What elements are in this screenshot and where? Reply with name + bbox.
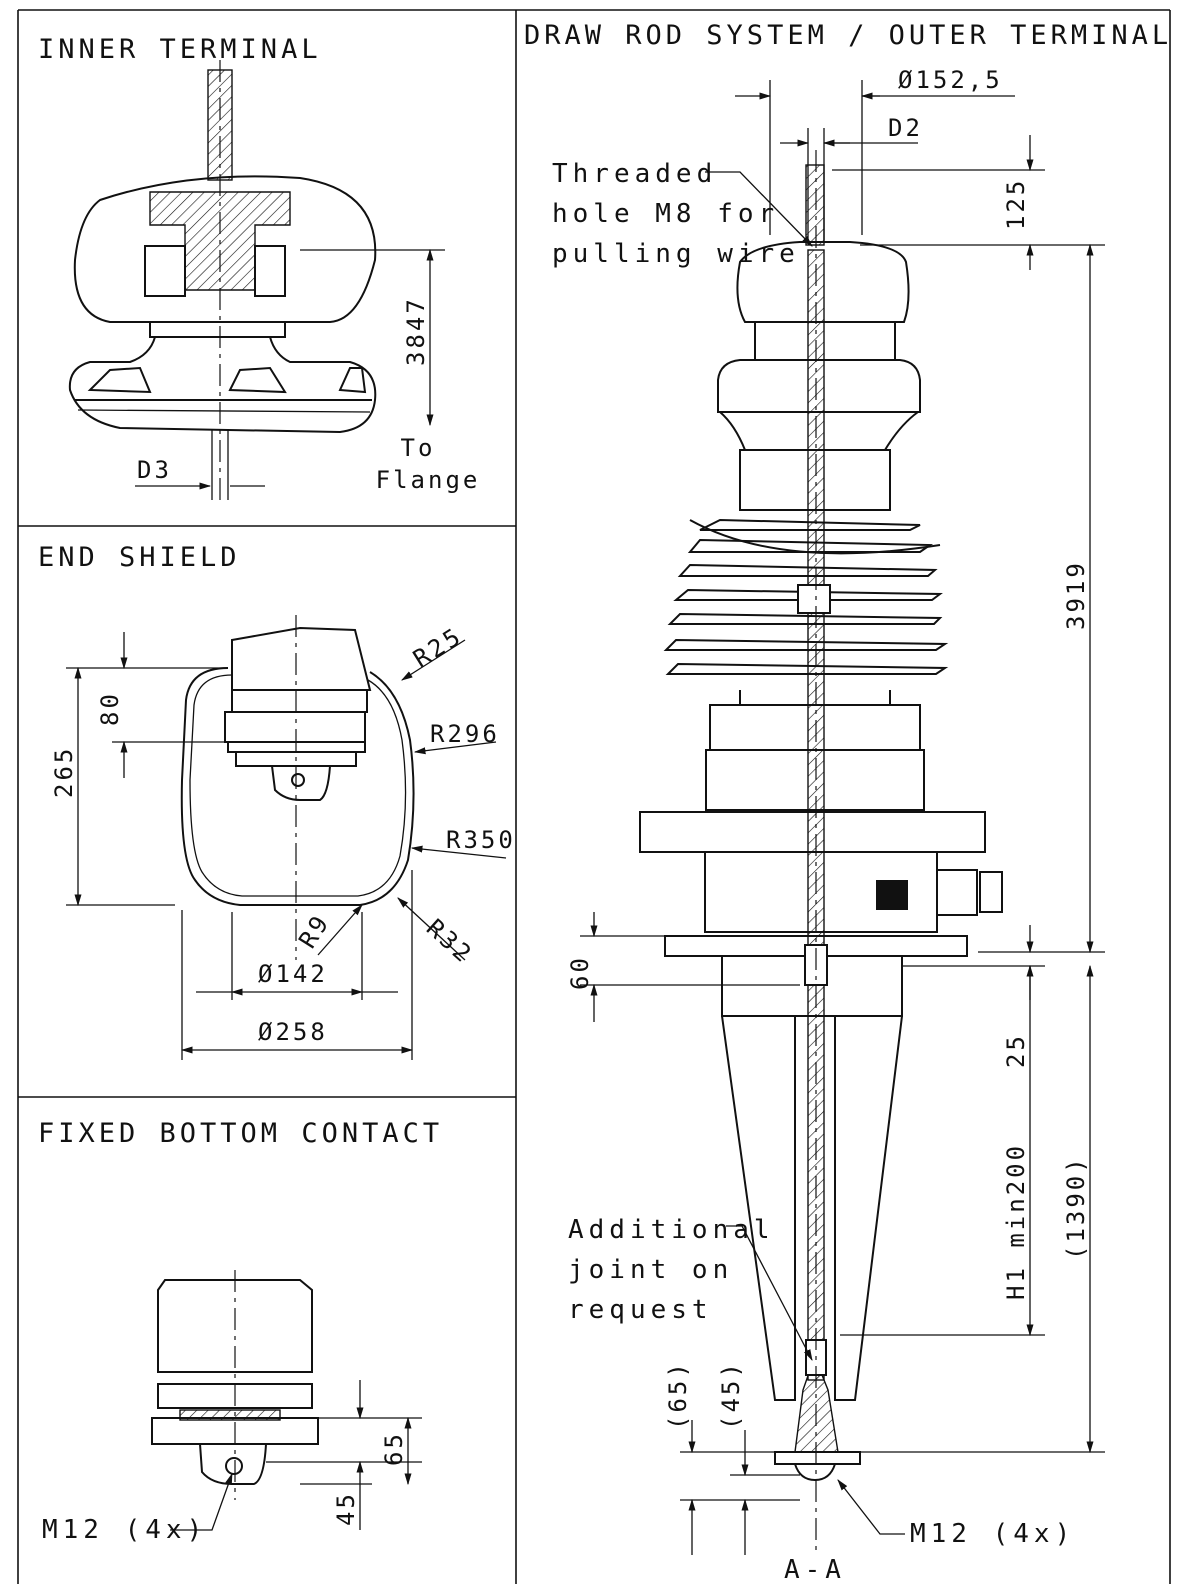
dim-h1-min200: H1 min200 xyxy=(1002,1143,1030,1300)
threaded-note-line1: Threaded xyxy=(552,159,717,189)
dim-45: 45 xyxy=(332,1491,360,1526)
r9-label: R9 xyxy=(293,909,335,953)
dim-d2: D2 xyxy=(888,114,923,142)
end-shield-title: END SHIELD xyxy=(38,542,241,573)
draw-rod-drawing xyxy=(639,150,1003,1555)
dim-3847: 3847 xyxy=(402,296,430,366)
inner-terminal-dimensions: 3847 To Flange D3 xyxy=(135,248,481,494)
dia-152-5-label: Ø152,5 xyxy=(898,66,1003,94)
dim-25: 25 xyxy=(1002,1033,1030,1068)
dim-d3: D3 xyxy=(137,456,172,484)
draw-rod-title: DRAW ROD SYSTEM / OUTER TERMINAL xyxy=(524,20,1172,51)
draw-rod-dimensions: Ø152,5 D2 Threaded hole M8 for pulling w… xyxy=(552,66,1105,1584)
dim-125: 125 xyxy=(1002,178,1030,230)
end-shield-dimensions: 265 80 R25 R296 R350 R32 R9 Ø142 Ø25 xyxy=(50,622,516,1060)
threaded-note-line3: pulling wire xyxy=(552,239,800,269)
sheet-frame xyxy=(17,9,1171,1584)
additional-note-line2: joint on xyxy=(568,1255,733,1285)
dim-65: 65 xyxy=(380,1431,408,1466)
end-shield-panel: END SHIELD 265 80 R25 R296 xyxy=(38,542,516,1060)
inner-terminal-panel: INNER TERMINAL 3847 To Flange xyxy=(38,34,481,500)
additional-note-line1: Additional xyxy=(568,1215,775,1245)
dim-45-paren: (45) xyxy=(717,1360,745,1430)
dim-3919: 3919 xyxy=(1062,560,1090,630)
fixed-bottom-contact-title: FIXED BOTTOM CONTACT xyxy=(38,1118,443,1149)
to-flange-label-1: To xyxy=(401,434,436,462)
fixed-bottom-contact-drawing xyxy=(151,1270,319,1500)
to-flange-label-2: Flange xyxy=(376,466,481,494)
dim-265: 265 xyxy=(50,746,78,798)
dim-60: 60 xyxy=(566,955,594,990)
dia-142-label: Ø142 xyxy=(258,960,328,988)
inner-terminal-drawing xyxy=(68,60,377,500)
r296-label: R296 xyxy=(430,720,500,748)
dim-65-paren: (65) xyxy=(664,1360,692,1430)
fixed-bottom-contact-dimensions: 65 45 M12 (4x) xyxy=(42,1380,422,1545)
section-a-a-label: A-A xyxy=(784,1555,846,1584)
r350-label: R350 xyxy=(446,826,516,854)
dia-258-label: Ø258 xyxy=(258,1018,328,1046)
dim-80: 80 xyxy=(96,691,124,726)
inner-terminal-title: INNER TERMINAL xyxy=(38,34,322,65)
draw-rod-panel: DRAW ROD SYSTEM / OUTER TERMINAL xyxy=(524,20,1172,1584)
end-shield-drawing xyxy=(180,615,415,960)
r25-label: R25 xyxy=(408,622,467,673)
fixed-bottom-contact-panel: FIXED BOTTOM CONTACT 65 45 M12 (4x) xyxy=(38,1118,443,1545)
m12-outer-label: M12 (4x) xyxy=(910,1519,1075,1549)
additional-note-line3: request xyxy=(568,1295,713,1325)
m12-label: M12 (4x) xyxy=(42,1515,207,1545)
dim-1390: (1390) xyxy=(1062,1155,1090,1260)
r32-label: R32 xyxy=(421,914,479,970)
threaded-note-line2: hole M8 for xyxy=(552,199,779,229)
